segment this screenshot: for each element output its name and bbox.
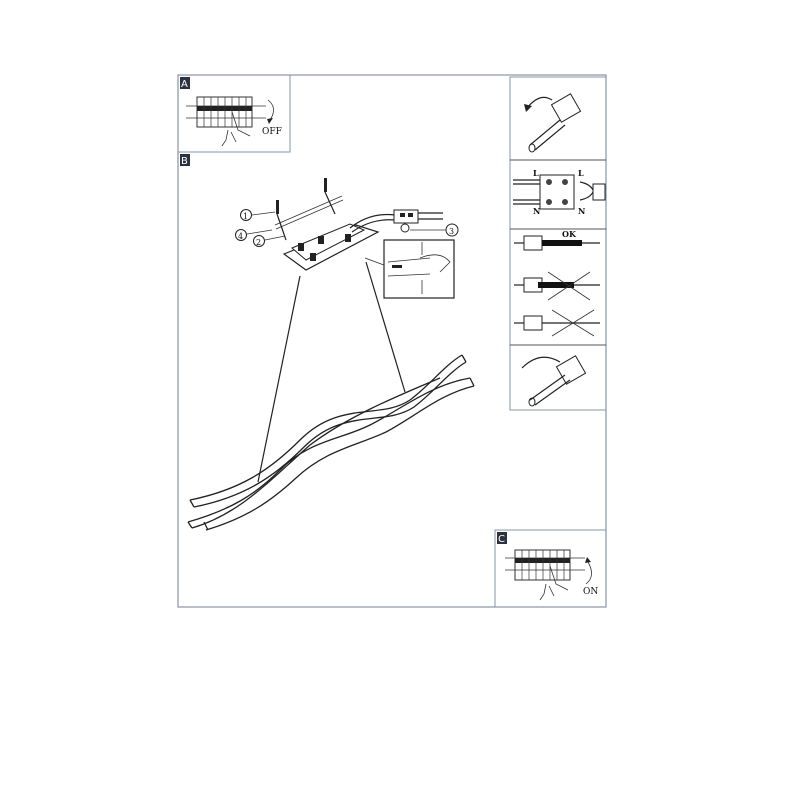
page-frame [177,74,607,608]
on-text: ON [583,587,598,597]
terminal-close-step [521,355,587,407]
panel-b-label: B [181,156,188,167]
callout-1: 1 [243,212,248,221]
neutral-label-2: N [578,206,585,216]
strip-length-step: OK [514,229,600,337]
screw-icon [276,200,279,214]
panel-c-switch-on: C ON [494,529,607,608]
live-label: L [533,168,539,178]
panel-c-label: C [498,534,505,545]
panel-b-label-bg [180,154,190,166]
ceiling-mount-assembly: 1 4 2 3 [235,178,459,271]
breaker-panel-icon [186,96,266,128]
off-text: OFF [262,127,282,137]
callout-4: 4 [238,232,243,241]
live-label-2: L [578,168,584,178]
neutral-label: N [533,206,540,216]
panel-a-label-bg [180,77,190,89]
wiring-steps-column: L N L N OK [509,76,607,411]
wrong-x-icon [547,271,591,301]
suspension-wire-left [257,275,301,483]
hand-icon [539,565,569,601]
panel-a-label: A [181,79,188,90]
ok-text: OK [562,229,577,239]
breaker-panel-icon [505,549,585,581]
panel-a-switch-off: A OFF [177,74,291,153]
height-adjust-detail [364,239,455,299]
suspension-wire-right [365,261,406,393]
screw-icon [324,178,327,192]
arrow-down-icon [267,99,274,121]
arrow-up-icon [585,561,592,585]
callout-2: 2 [256,238,261,247]
hand-icon [221,111,251,147]
wave-led-fixture [187,354,475,531]
terminal-open-step [524,93,582,153]
panel-c-label-bg [497,532,507,544]
terminal-wiring-step: L N L N [513,168,606,216]
callout-3: 3 [449,227,454,236]
wrong-x-icon [551,309,595,337]
